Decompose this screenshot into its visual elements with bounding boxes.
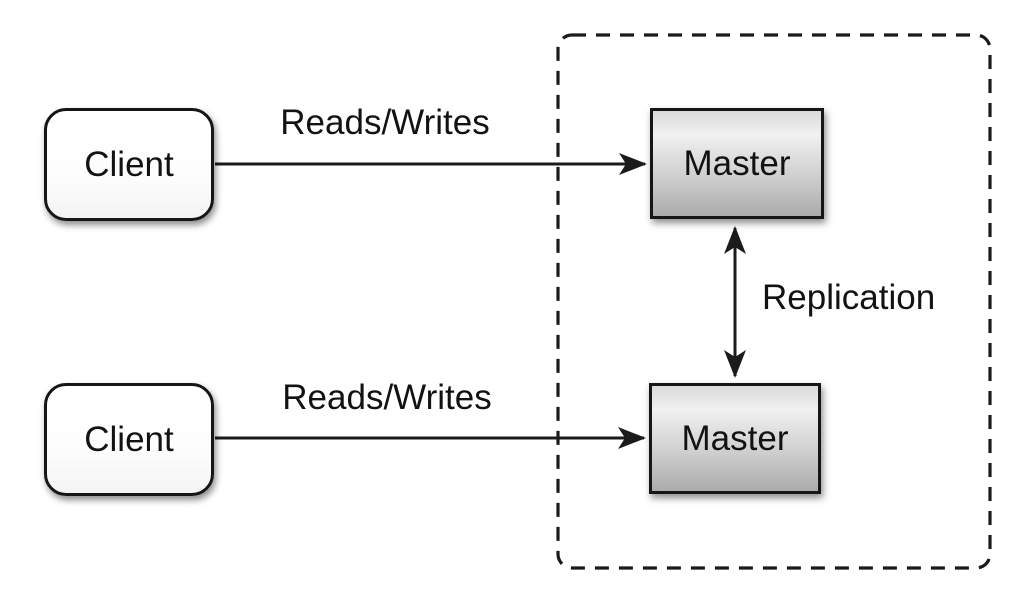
node-master-bottom-label: Master bbox=[681, 419, 789, 458]
node-master-top: Master bbox=[650, 108, 824, 219]
node-client-bottom-label: Client bbox=[84, 420, 174, 459]
node-client-top-label: Client bbox=[84, 145, 174, 184]
edge-label-reads-writes-top: Reads/Writes bbox=[280, 103, 490, 142]
replication-zone-boundary bbox=[556, 33, 992, 570]
node-master-top-label: Master bbox=[683, 144, 791, 183]
edge-label-reads-writes-bottom: Reads/Writes bbox=[282, 378, 492, 417]
edge-label-replication: Replication bbox=[762, 278, 936, 317]
node-client-bottom: Client bbox=[44, 383, 214, 496]
node-client-top: Client bbox=[44, 108, 214, 221]
node-master-bottom: Master bbox=[649, 383, 821, 494]
